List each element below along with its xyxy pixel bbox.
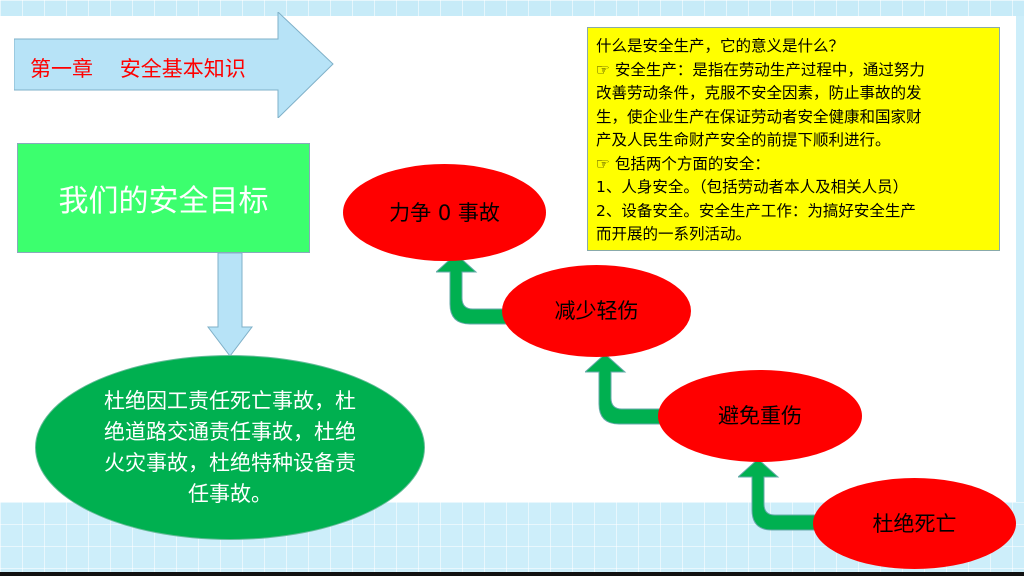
info-line: 2、设备安全。安全生产工作：为搞好安全生产 [596,201,916,220]
info-line: 改善劳动条件，克服不安全因素，防止事故的发 [596,84,922,102]
bent-up-arrow-icon [585,354,662,425]
right-arrow-icon [14,12,334,118]
step-eliminate-deaths: 杜绝死亡 [813,478,1016,569]
info-line: 产及人民生命财产安全的前提下顺利进行。 [596,131,891,149]
step-label: 力争 0 事故 [389,200,500,225]
info-line: 什么是安全生产，它的意义是什么？ [596,37,845,55]
safety-goal-detail-ellipse: 杜绝因工责任死亡事故，杜绝道路交通责任事故，杜绝火灾事故，杜绝特种设备责任事故。 [35,355,425,540]
step-label: 杜绝死亡 [872,511,957,536]
safety-goal-detail: 杜绝因工责任死亡事故，杜绝道路交通责任事故，杜绝火灾事故，杜绝特种设备责任事故。 [104,388,356,506]
info-line: 生，使企业生产在保证劳动者安全健康和国家财 [596,107,922,126]
step-reduce-minor-injuries: 减少轻伤 [502,265,691,357]
right-decorative-edge [1016,16,1024,502]
info-line: ☞ 包括两个方面的安全： [596,154,770,173]
chapter-title: 第一章 安全基本知识 [30,57,246,81]
safety-production-info-box: 什么是安全生产，它的意义是什么？ ☞ 安全生产：是指在劳动生产过程中，通过努力 … [587,27,1000,251]
info-line: ☞ 安全生产：是指在劳动生产过程中，通过努力 [596,60,925,79]
top-decorative-band [0,0,1024,16]
step-label: 避免重伤 [718,404,802,428]
info-line: 1、人身安全。（包括劳动者本人及相关人员） [596,178,909,196]
info-line: 而开展的一系列活动。 [596,225,752,243]
step-label: 减少轻伤 [554,299,639,323]
bent-up-arrow-icon [738,459,819,531]
bent-up-arrow-icon [436,254,507,325]
chapter-title-arrow [14,12,334,118]
safety-goal-box: 我们的安全目标 [17,143,310,253]
down-arrow-icon [207,253,253,357]
step-zero-accidents: 力争 0 事故 [343,164,546,261]
step-avoid-serious-injuries: 避免重伤 [658,370,862,462]
bottom-border [0,572,1024,576]
safety-goal-title: 我们的安全目标 [58,184,269,219]
